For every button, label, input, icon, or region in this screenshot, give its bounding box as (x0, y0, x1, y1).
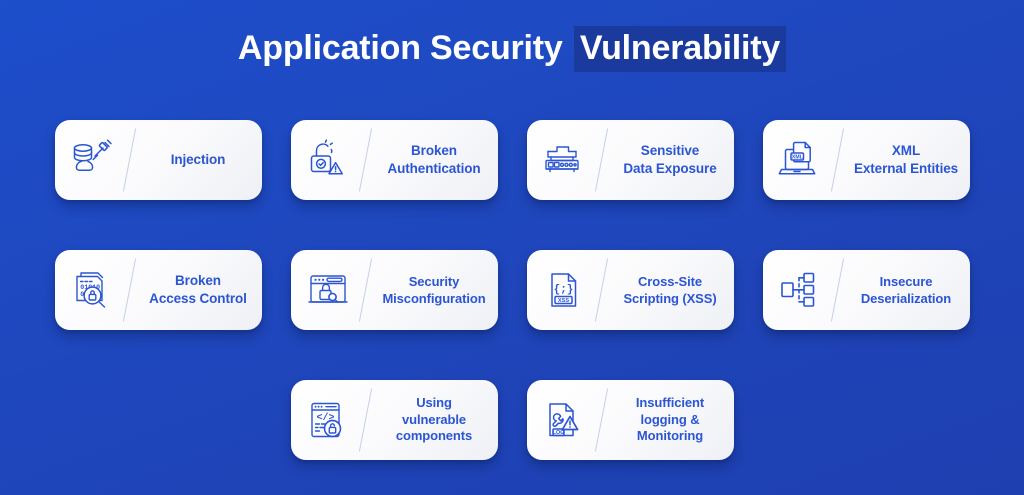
page-title: Application Security Vulnerability (237, 26, 787, 72)
xss-icon-text: XSS (558, 298, 569, 304)
server-rack-icon (527, 120, 601, 200)
document-binary-magnifier-lock-icon: 01010 01 (55, 250, 129, 330)
card-label-line-1: Broken (175, 273, 221, 289)
card-label-line-2: External Entities (853, 161, 959, 176)
card-insufficient-logging-monitoring[interactable]: LOG Insufficient logging & Monitoring (527, 380, 734, 460)
card-label-line-1: Sensitive (640, 143, 700, 159)
card-label-using-vulnerable-components: Using vulnerable components (365, 395, 498, 446)
card-label-line-2: logging & (640, 411, 700, 427)
browser-code-unlocked-padlock-icon: </> (291, 380, 365, 460)
xss-code-document-icon: {;} XSS (527, 250, 601, 330)
card-label-insufficient-logging-monitoring: Insufficient logging & Monitoring (601, 395, 734, 446)
card-broken-access-control[interactable]: 01010 01 Broken Access Control (55, 250, 262, 330)
card-label-line-1: XML (891, 143, 921, 159)
card-using-vulnerable-components[interactable]: </> Using vulnerable components (291, 380, 498, 460)
card-label-line-1: Injection (170, 152, 226, 168)
card-label-line-1: Cross-Site (637, 273, 703, 289)
card-label-sensitive-data-exposure: Sensitive Data Exposure (601, 142, 734, 178)
log-document-wrench-warning-icon: LOG (527, 380, 601, 460)
card-security-misconfiguration[interactable]: Security Misconfiguration (291, 250, 498, 330)
card-label-line-3: Monitoring (636, 428, 704, 444)
broken-padlock-warning-icon (291, 120, 365, 200)
card-label-broken-authentication: Broken Authentication (365, 142, 498, 178)
card-xml-external-entities[interactable]: XML XML External Entities (763, 120, 970, 200)
hierarchy-tree-icon (763, 250, 837, 330)
card-label-security-misconfiguration: Security Misconfiguration (365, 273, 498, 307)
card-label-cross-site-scripting: Cross-Site Scripting (XSS) (601, 273, 734, 307)
card-label-line-2: Access Control (149, 291, 247, 306)
card-label-line-2: Deserialization (860, 291, 952, 306)
card-label-line-1: Broken (411, 143, 457, 159)
card-label-broken-access-control: Broken Access Control (129, 272, 262, 308)
card-label-line-1: Insecure (879, 273, 933, 289)
laptop-xml-document-icon: XML (763, 120, 837, 200)
card-label-line-2: Misconfiguration (382, 291, 486, 306)
card-label-line-2: Scripting (XSS) (623, 291, 717, 306)
card-label-injection: Injection (129, 151, 262, 169)
card-label-line-1: Using (416, 394, 452, 410)
title-area: Application Security Vulnerability (0, 0, 1024, 72)
card-row-1: Injection Bro (55, 120, 970, 200)
page-title-highlight: Vulnerability (573, 26, 787, 72)
browser-window-lock-icon (291, 250, 365, 330)
card-label-xml-external-entities: XML External Entities (837, 142, 970, 178)
card-sensitive-data-exposure[interactable]: Sensitive Data Exposure (527, 120, 734, 200)
database-syringe-icon (55, 120, 129, 200)
code-braces-text: {;} (554, 284, 574, 296)
card-injection[interactable]: Injection (55, 120, 262, 200)
card-row-2: 01010 01 Broken Access Control (55, 250, 970, 330)
card-row-3: </> Using vulnerable components (291, 380, 970, 460)
card-broken-authentication[interactable]: Broken Authentication (291, 120, 498, 200)
card-label-line-1: Security (408, 273, 460, 289)
card-label-line-2: vulnerable (401, 411, 467, 427)
card-cross-site-scripting[interactable]: {;} XSS Cross-Site Scripting (XSS) (527, 250, 734, 330)
card-label-line-2: Authentication (387, 161, 481, 176)
card-label-line-1: Insufficient (635, 394, 705, 410)
log-icon-text: LOG (553, 430, 565, 436)
vulnerability-card-grid: Injection Bro (55, 120, 970, 460)
page-title-plain: Application Security (237, 29, 572, 67)
card-label-line-3: components (395, 428, 473, 444)
card-label-line-2: Data Exposure (623, 161, 717, 176)
card-insecure-deserialization[interactable]: Insecure Deserialization (763, 250, 970, 330)
xml-icon-text: XML (792, 155, 804, 161)
card-label-insecure-deserialization: Insecure Deserialization (837, 273, 970, 307)
